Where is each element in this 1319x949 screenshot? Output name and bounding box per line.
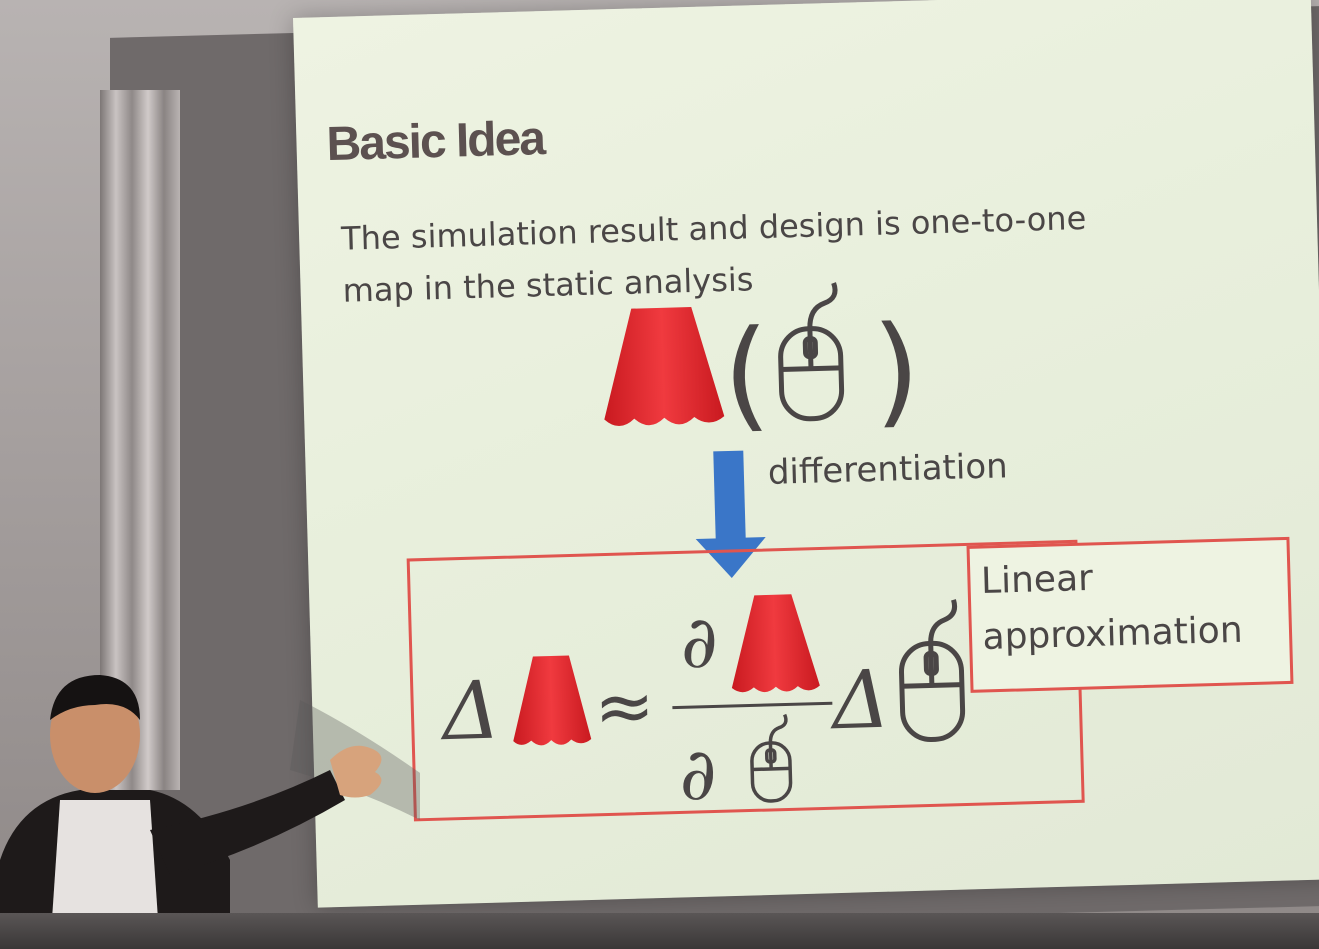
- differentiation-label: differentiation: [767, 446, 1009, 493]
- delta-symbol: Δ: [828, 653, 891, 748]
- linear-approximation-line-1: Linear: [980, 557, 1094, 603]
- mouse-icon: [898, 599, 966, 742]
- fraction-bar: [672, 701, 833, 710]
- curtain: [100, 90, 180, 790]
- mouse-icon: [778, 282, 845, 422]
- down-arrow-icon: [695, 450, 766, 578]
- linear-approximation-box: [966, 536, 1294, 693]
- skirt-icon: [731, 594, 820, 693]
- stage-bottom: [0, 913, 1319, 949]
- presenter-hand: [330, 745, 382, 798]
- skirt-icon: [513, 655, 592, 746]
- open-paren: (: [721, 305, 772, 445]
- presenter: [0, 675, 420, 949]
- delta-symbol: Δ: [438, 664, 501, 759]
- partial-symbol: ∂: [679, 599, 719, 684]
- approx-symbol: ≈: [593, 663, 656, 749]
- presentation-slide: Basic Idea The simulation result and des…: [293, 0, 1319, 908]
- slide-graphics: ( ) Δ ≈ ∂ ∂: [406, 282, 1294, 822]
- mouse-icon: [750, 713, 793, 803]
- linear-approximation-label: Linear approximation: [980, 547, 1243, 666]
- close-paren: ): [871, 301, 922, 441]
- partial-symbol: ∂: [678, 731, 718, 816]
- presenter-arm: [150, 770, 345, 875]
- linear-approximation-line-2: approximation: [981, 609, 1244, 658]
- skirt-icon: [604, 306, 725, 427]
- presenter-hair: [50, 675, 140, 720]
- presenter-shirt: [50, 800, 160, 949]
